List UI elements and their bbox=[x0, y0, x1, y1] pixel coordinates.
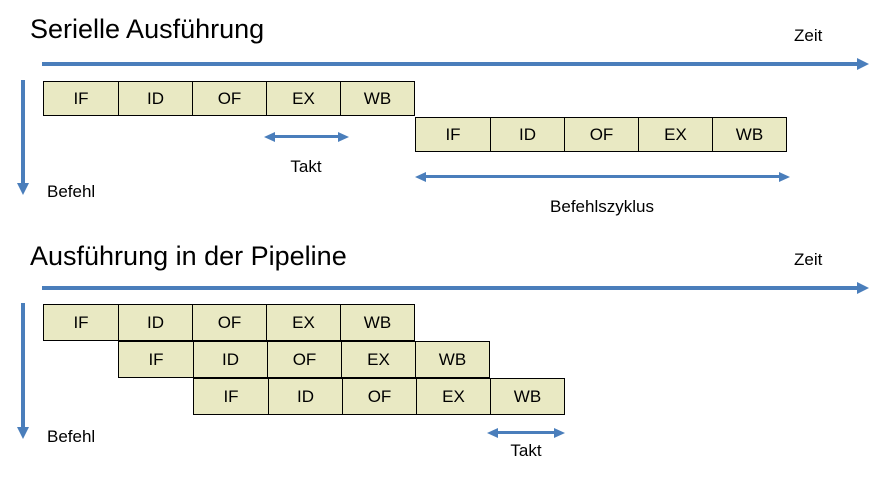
serial-instruction-row-1: IF ID OF EX WB bbox=[43, 81, 415, 116]
stage-box: IF bbox=[43, 81, 119, 116]
stage-box: OF bbox=[192, 81, 267, 116]
stage-box: ID bbox=[268, 378, 343, 415]
stage-box: EX bbox=[416, 378, 491, 415]
pipeline-instruction-row-3: IF ID OF EX WB bbox=[193, 378, 565, 415]
stage-box: ID bbox=[193, 341, 268, 378]
stage-box: IF bbox=[193, 378, 269, 415]
serial-clock-label: Takt bbox=[290, 157, 322, 176]
pipeline-clock-measure-arrow bbox=[487, 427, 565, 438]
serial-time-axis-arrow bbox=[42, 58, 869, 70]
stage-box: OF bbox=[192, 304, 267, 341]
pipeline-instruction-row-1: IF ID OF EX WB bbox=[43, 304, 415, 341]
pipeline-time-axis-label: Zeit bbox=[794, 250, 823, 269]
stage-box: IF bbox=[415, 117, 491, 152]
serial-instruction-axis-arrow bbox=[17, 80, 29, 195]
serial-clock-measure-arrow bbox=[264, 131, 349, 142]
stage-box: WB bbox=[340, 81, 415, 116]
stage-box: WB bbox=[415, 341, 490, 378]
serial-time-axis-label: Zeit bbox=[794, 26, 823, 45]
stage-box: WB bbox=[712, 117, 787, 152]
stage-box: EX bbox=[266, 304, 341, 341]
stage-box: OF bbox=[564, 117, 639, 152]
stage-box: IF bbox=[43, 304, 119, 341]
stage-box: IF bbox=[118, 341, 194, 378]
stage-box: OF bbox=[267, 341, 342, 378]
stage-box: WB bbox=[490, 378, 565, 415]
pipeline-section-title: Ausführung in der Pipeline bbox=[30, 241, 347, 271]
pipeline-clock-label: Takt bbox=[510, 441, 542, 460]
stage-box: OF bbox=[342, 378, 417, 415]
serial-instruction-row-2: IF ID OF EX WB bbox=[415, 117, 787, 152]
serial-cycle-measure-arrow bbox=[415, 171, 790, 182]
serial-section-title: Serielle Ausführung bbox=[30, 14, 265, 44]
pipeline-time-axis-arrow bbox=[42, 282, 869, 294]
stage-box: ID bbox=[118, 81, 193, 116]
pipeline-instruction-row-2: IF ID OF EX WB bbox=[118, 341, 490, 378]
stage-box: ID bbox=[490, 117, 565, 152]
pipeline-instruction-axis-arrow bbox=[17, 303, 29, 439]
stage-box: WB bbox=[340, 304, 415, 341]
pipeline-instruction-axis-label: Befehl bbox=[47, 427, 96, 446]
stage-box: EX bbox=[341, 341, 416, 378]
serial-instruction-axis-label: Befehl bbox=[47, 182, 96, 201]
stage-box: ID bbox=[118, 304, 193, 341]
stage-box: EX bbox=[266, 81, 341, 116]
stage-box: EX bbox=[638, 117, 713, 152]
serial-cycle-label: Befehlszyklus bbox=[550, 197, 654, 216]
